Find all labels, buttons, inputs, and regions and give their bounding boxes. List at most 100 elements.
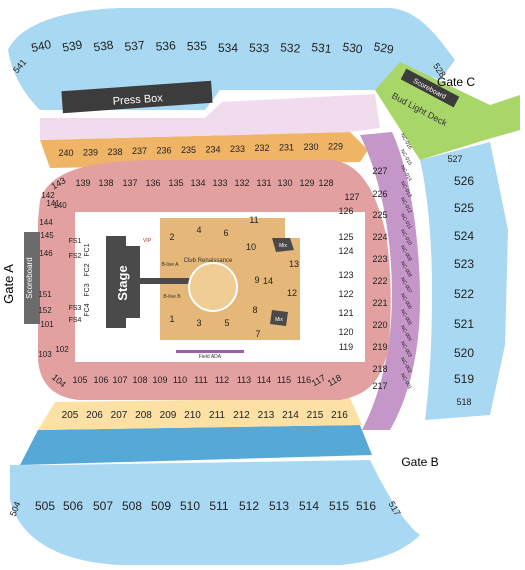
section-label-103[interactable]: 103 [38, 350, 52, 359]
section-label-125[interactable]: 125 [338, 232, 353, 242]
section-label-504[interactable]: 504 [8, 500, 23, 518]
section-label-508[interactable]: 508 [122, 499, 142, 513]
section-label-205[interactable]: 205 [62, 410, 79, 421]
section-label-534[interactable]: 534 [218, 41, 238, 55]
section-label-529[interactable]: 529 [373, 39, 395, 56]
section-label-214[interactable]: 214 [282, 410, 299, 421]
section-label-514[interactable]: 514 [299, 499, 319, 513]
section-label-238[interactable]: 238 [107, 147, 122, 157]
section-label-523[interactable]: 523 [454, 257, 474, 271]
section-label-126[interactable]: 126 [338, 206, 353, 216]
section-label-227[interactable]: 227 [372, 166, 387, 176]
section-label-111[interactable]: 111 [194, 375, 208, 385]
section-label-101[interactable]: 101 [40, 320, 54, 329]
section-label-152[interactable]: 152 [38, 306, 52, 315]
section-label-218[interactable]: 218 [372, 364, 387, 374]
section-label-11[interactable]: 11 [249, 215, 258, 225]
section-label-212[interactable]: 212 [233, 410, 250, 421]
section-label-232[interactable]: 232 [254, 143, 269, 153]
section-label-520[interactable]: 520 [454, 346, 474, 360]
section-label-fs1[interactable]: FS1 [69, 238, 82, 245]
section-label-530[interactable]: 530 [342, 40, 364, 57]
section-label-222[interactable]: 222 [372, 276, 387, 286]
press-level-row[interactable] [40, 94, 380, 140]
section-label-124[interactable]: 124 [338, 246, 353, 256]
section-label-fs4[interactable]: FS4 [69, 317, 82, 324]
section-label-108[interactable]: 108 [132, 375, 147, 385]
section-label-114[interactable]: 114 [257, 375, 271, 385]
section-label-14[interactable]: 14 [263, 276, 273, 286]
section-label-8[interactable]: 8 [252, 305, 257, 315]
upper-deck-east[interactable] [420, 142, 508, 420]
section-label-5[interactable]: 5 [224, 318, 229, 328]
section-label-122[interactable]: 122 [338, 289, 353, 299]
section-label-139[interactable]: 139 [75, 178, 90, 188]
section-label-537[interactable]: 537 [124, 38, 146, 54]
section-label-136[interactable]: 136 [145, 178, 160, 188]
section-label-119[interactable]: 119 [339, 342, 353, 352]
section-label-151[interactable]: 151 [38, 290, 52, 299]
section-label-206[interactable]: 206 [86, 410, 103, 421]
section-label-131[interactable]: 131 [256, 178, 271, 188]
section-label-127[interactable]: 127 [344, 192, 359, 202]
upper-deck-north[interactable] [8, 8, 455, 110]
section-label-213[interactable]: 213 [258, 410, 275, 421]
club-level-north[interactable] [40, 132, 368, 168]
section-label-229[interactable]: 229 [328, 141, 343, 151]
section-label-144[interactable]: 144 [39, 218, 53, 227]
section-label-145[interactable]: 145 [40, 231, 54, 240]
blue-row-south[interactable] [20, 425, 372, 465]
section-label-224[interactable]: 224 [372, 232, 387, 242]
section-label-239[interactable]: 239 [83, 147, 98, 157]
nc-ring[interactable] [360, 132, 420, 430]
section-label-532[interactable]: 532 [280, 40, 301, 55]
section-label-112[interactable]: 112 [215, 375, 229, 385]
section-label-226[interactable]: 226 [372, 189, 387, 199]
section-label-538[interactable]: 538 [93, 38, 115, 55]
bud-light-deck[interactable] [375, 62, 520, 160]
section-label-140[interactable]: 140 [53, 201, 67, 210]
section-label-102[interactable]: 102 [55, 345, 69, 354]
section-label-522[interactable]: 522 [454, 287, 474, 301]
section-label-130[interactable]: 130 [277, 178, 292, 188]
section-label-123[interactable]: 123 [338, 270, 353, 280]
section-label-fc4[interactable]: FC4 [84, 303, 91, 316]
section-label-220[interactable]: 220 [372, 320, 387, 330]
section-label-237[interactable]: 237 [132, 146, 147, 156]
section-label-115[interactable]: 115 [277, 375, 291, 385]
section-label-513[interactable]: 513 [269, 499, 289, 513]
section-label-fs3[interactable]: FS3 [69, 305, 82, 312]
section-label-210[interactable]: 210 [184, 410, 201, 421]
section-label-225[interactable]: 225 [372, 210, 387, 220]
section-label-133[interactable]: 133 [212, 178, 227, 188]
stage[interactable] [106, 236, 140, 328]
section-label-134[interactable]: 134 [190, 178, 205, 188]
section-label-fs2[interactable]: FS2 [69, 253, 82, 260]
section-label-526[interactable]: 526 [454, 174, 474, 188]
section-label-521[interactable]: 521 [454, 317, 474, 331]
section-label-2[interactable]: 2 [169, 232, 174, 242]
section-label-128[interactable]: 128 [318, 178, 333, 188]
section-label-142[interactable]: 142 [41, 191, 55, 200]
section-label-211[interactable]: 211 [209, 410, 225, 421]
section-label-132[interactable]: 132 [234, 178, 249, 188]
section-label-215[interactable]: 215 [307, 410, 324, 421]
section-label-221[interactable]: 221 [372, 298, 387, 308]
section-label-208[interactable]: 208 [135, 410, 152, 421]
section-label-516[interactable]: 516 [356, 499, 376, 513]
section-label-110[interactable]: 110 [173, 375, 187, 385]
section-label-233[interactable]: 233 [230, 144, 245, 154]
section-label-12[interactable]: 12 [287, 288, 297, 298]
section-label-510[interactable]: 510 [180, 499, 200, 513]
section-label-533[interactable]: 533 [249, 41, 270, 56]
section-label-146[interactable]: 146 [39, 249, 53, 258]
upper-deck-south[interactable] [10, 460, 420, 565]
section-label-109[interactable]: 109 [152, 375, 167, 385]
section-label-13[interactable]: 13 [289, 259, 299, 269]
section-label-9[interactable]: 9 [254, 275, 259, 285]
section-label-235[interactable]: 235 [181, 145, 196, 155]
section-label-10[interactable]: 10 [246, 242, 256, 252]
section-label-138[interactable]: 138 [98, 178, 113, 188]
section-label-107[interactable]: 107 [112, 375, 127, 385]
section-label-519[interactable]: 519 [454, 372, 474, 386]
